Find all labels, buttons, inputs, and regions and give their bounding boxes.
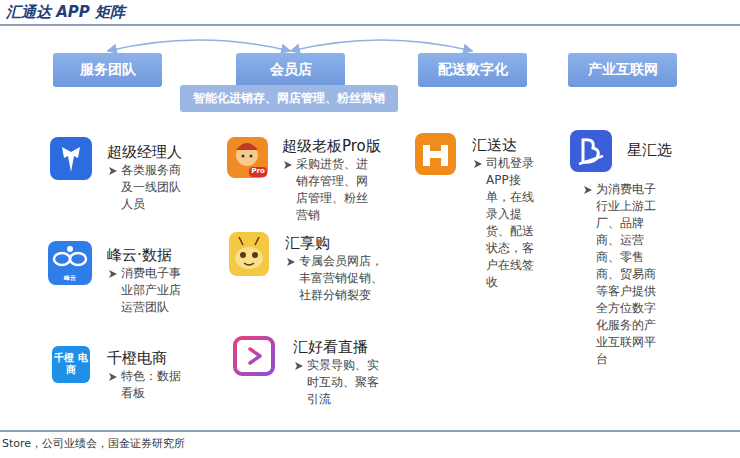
app-name: 超级经理人: [107, 143, 182, 162]
curved-connector: [108, 40, 291, 51]
curved-connector: [291, 40, 473, 51]
app-name: 千橙电商: [107, 349, 167, 368]
app-description: 特色：数据看板: [107, 368, 185, 402]
box-text: 会员店: [270, 61, 312, 79]
app-name: 汇享购: [285, 234, 330, 253]
bullet-arrow: [294, 361, 304, 371]
bullet-arrow: [286, 257, 296, 267]
title: 汇通达 APP 矩阵: [6, 3, 125, 22]
category-box: 会员店: [236, 53, 345, 87]
app-description: 实景导购、实时互动、聚客引流: [293, 357, 383, 408]
app-name: 汇送达: [472, 136, 517, 155]
bullet-arrow: [283, 160, 293, 170]
box-text: 配送数字化: [438, 61, 508, 79]
category-box: 服务团队: [53, 53, 162, 87]
app-description: 消费电子事业部产业店运营团队: [107, 265, 185, 316]
bullet-arrow: [473, 159, 483, 169]
icon-text: 千橙 电商: [52, 352, 90, 376]
app-description: 专属会员网店，丰富营销促销、社群分销裂变: [285, 253, 387, 304]
bullet-arrow: [108, 269, 118, 279]
app-name: 汇好看直播: [293, 338, 368, 357]
app-name: 超级老板Pro版: [282, 137, 381, 156]
bullet-arrow: [108, 166, 118, 176]
app-icon: [227, 137, 268, 178]
box-text: 服务团队: [80, 61, 136, 79]
caption: Store，公司业绩会，国金证券研究所: [2, 436, 185, 451]
app-icon: [48, 241, 92, 285]
app-name: 星汇选: [627, 141, 672, 160]
rule-line: [0, 25, 740, 26]
box-text: 产业互联网: [588, 61, 658, 79]
rule-line: [0, 431, 740, 432]
box-text: 智能化进销存、网店管理、粉丝营销: [193, 90, 385, 107]
category-box: 产业互联网: [568, 53, 677, 87]
app-icon: [570, 130, 612, 172]
bullet-arrow: [108, 372, 118, 382]
bullet-arrow: [583, 185, 593, 195]
icon-text: Pro: [249, 167, 267, 176]
app-icon: [52, 346, 90, 383]
icon-text: 峰云: [48, 274, 92, 282]
app-description: 各类服务商及一线团队人员: [107, 162, 185, 213]
app-name: 峰云·数据: [107, 246, 172, 265]
app-icon: [415, 133, 456, 175]
app-icon: [235, 338, 273, 374]
app-icon: [229, 232, 269, 276]
app-icon: [50, 137, 92, 180]
feature-band: 智能化进销存、网店管理、粉丝营销: [180, 85, 398, 112]
app-description: 采购进货、进销存管理、网店管理、粉丝营销: [282, 156, 372, 224]
app-description: 司机登录APP接单，在线录入提货、配送状态，客户在线签收: [472, 155, 538, 291]
app-description: 为消费电子行业上游工厂、品牌商、运营商、零售商、贸易商等客户提供全方位数字化服务…: [582, 181, 660, 368]
category-box: 配送数字化: [418, 53, 527, 87]
